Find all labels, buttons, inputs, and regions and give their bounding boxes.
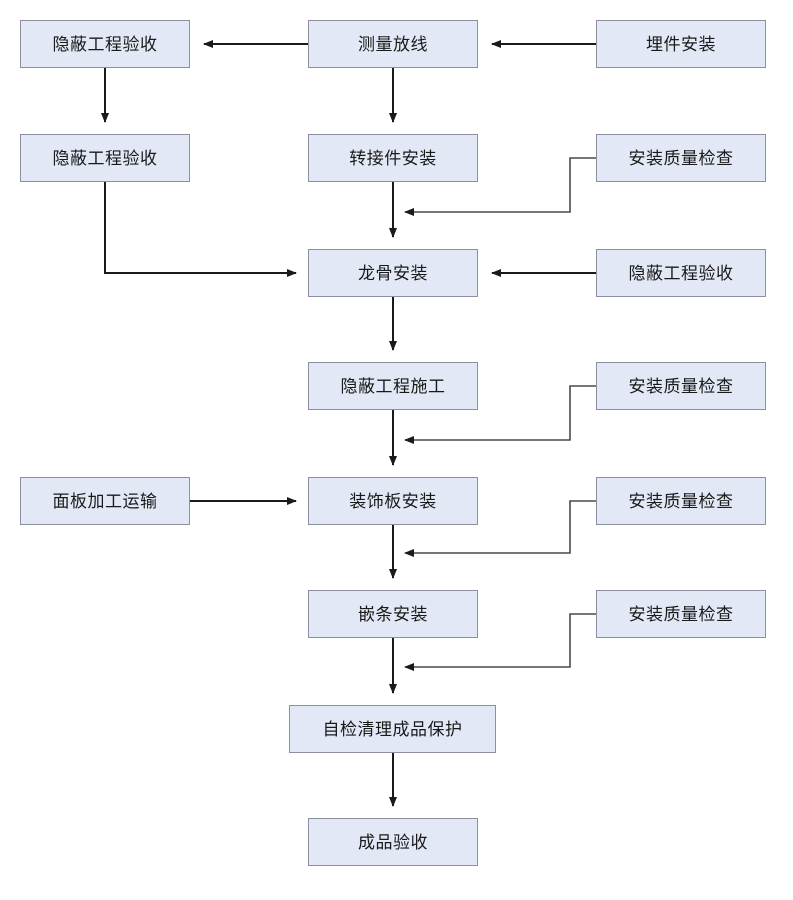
node-label: 自检清理成品保护 — [322, 719, 463, 739]
node-label: 隐蔽工程验收 — [52, 34, 158, 54]
node-label: 龙骨安装 — [358, 263, 428, 283]
node-yinbi-gongcheng-shigong[interactable]: 隐蔽工程施工 — [308, 362, 478, 410]
node-anzhuang-zhiliang-jiancha-1[interactable]: 安装质量检查 — [596, 134, 766, 182]
node-label: 安装质量检查 — [628, 604, 734, 624]
node-yinbi-gongcheng-yanshou-2[interactable]: 隐蔽工程验收 — [20, 134, 190, 182]
node-zhuanjiejian-anzhuang[interactable]: 转接件安装 — [308, 134, 478, 182]
node-label: 隐蔽工程验收 — [52, 148, 158, 168]
node-zhuangshiban-anzhuang[interactable]: 装饰板安装 — [308, 477, 478, 525]
node-chengpin-yanshou[interactable]: 成品验收 — [308, 818, 478, 866]
node-label: 隐蔽工程施工 — [340, 376, 446, 396]
edge-yinbi2-to-longgu — [104, 182, 297, 277]
node-celiang-fangxian[interactable]: 测量放线 — [308, 20, 478, 68]
node-label: 转接件安装 — [349, 148, 437, 168]
node-label: 埋件安装 — [646, 34, 716, 54]
node-yinbi-gongcheng-yanshou-3[interactable]: 隐蔽工程验收 — [596, 249, 766, 297]
node-anzhuang-zhiliang-jiancha-4[interactable]: 安装质量检查 — [596, 590, 766, 638]
node-label: 安装质量检查 — [628, 491, 734, 511]
node-yinbi-gongcheng-yanshou-1[interactable]: 隐蔽工程验收 — [20, 20, 190, 68]
node-label: 面板加工运输 — [52, 491, 158, 511]
node-label: 成品验收 — [358, 832, 428, 852]
node-mianban-jiagong-yunshu[interactable]: 面板加工运输 — [20, 477, 190, 525]
node-label: 安装质量检查 — [628, 376, 734, 396]
node-maijian-anzhuang[interactable]: 埋件安装 — [596, 20, 766, 68]
node-label: 安装质量检查 — [628, 148, 734, 168]
node-zijian-qingli-chengpin-baohu[interactable]: 自检清理成品保护 — [289, 705, 496, 753]
node-longgu-anzhuang[interactable]: 龙骨安装 — [308, 249, 478, 297]
node-label: 嵌条安装 — [358, 604, 428, 624]
node-anzhuang-zhiliang-jiancha-3[interactable]: 安装质量检查 — [596, 477, 766, 525]
node-label: 测量放线 — [358, 34, 428, 54]
node-qiantiao-anzhuang[interactable]: 嵌条安装 — [308, 590, 478, 638]
node-label: 隐蔽工程验收 — [628, 263, 734, 283]
node-label: 装饰板安装 — [349, 491, 437, 511]
node-anzhuang-zhiliang-jiancha-2[interactable]: 安装质量检查 — [596, 362, 766, 410]
